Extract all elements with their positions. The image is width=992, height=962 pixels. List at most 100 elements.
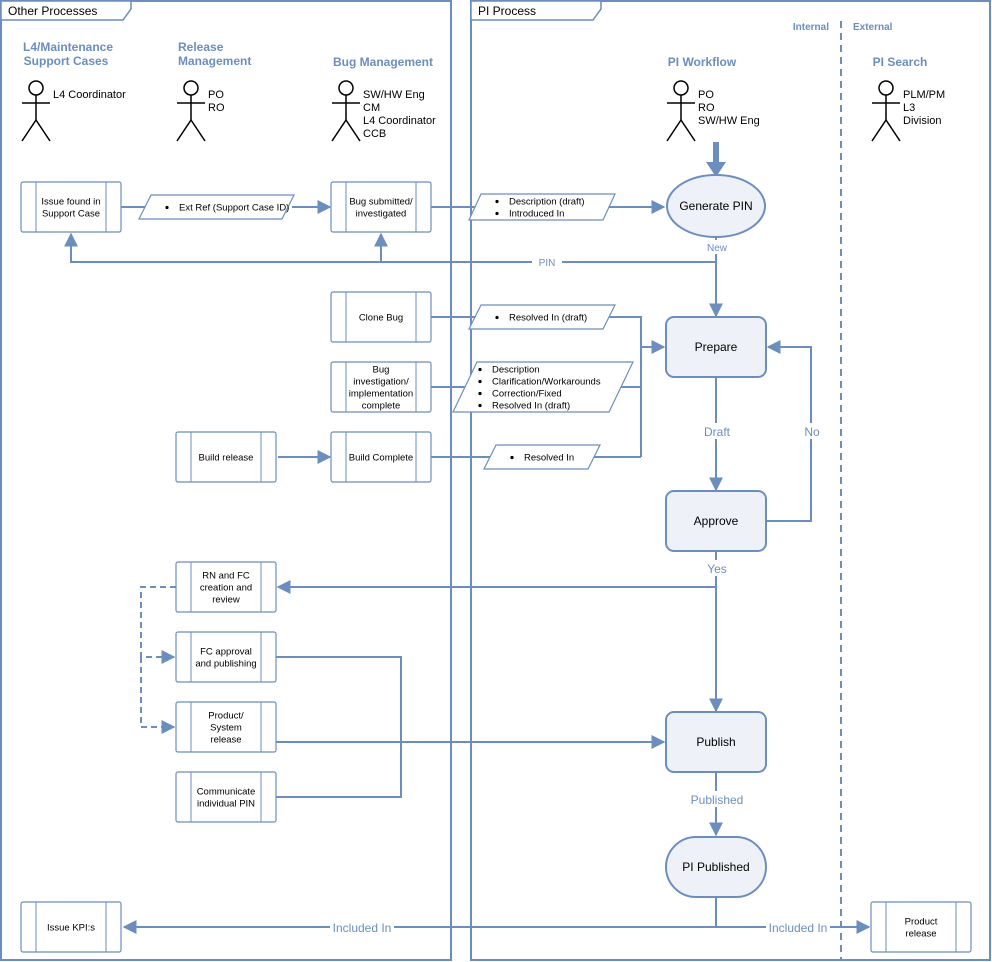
edge-fc-to-publish [276, 656, 402, 742]
data-item-text: Description (draft) [509, 197, 585, 208]
data-item-text: Description [492, 365, 540, 376]
actor-l4-role: L4 Coordinator [53, 89, 126, 101]
bullet-icon [478, 379, 482, 384]
process-label: Build Complete [349, 453, 413, 464]
data-item-text: Clarification/Workarounds [492, 377, 601, 388]
process-label: investigation/ [353, 377, 409, 388]
person-icon [331, 80, 361, 142]
bullet-icon [478, 367, 482, 372]
data-resolved: Resolved In [483, 444, 601, 470]
person-icon [871, 80, 901, 142]
lane-title-search: PI Search [873, 55, 928, 69]
process-bug-submitted[interactable]: Bug submitted/investigated [330, 181, 432, 233]
process-build-complete[interactable]: Build Complete [330, 431, 432, 483]
actor-workflow-role: SW/HW Eng [698, 115, 760, 127]
process-label: Communicate [197, 787, 256, 798]
process-label: release [905, 929, 936, 940]
data-item-text: Resolved In [524, 453, 574, 464]
data-desc-intro: Description (draft)Introduced In [468, 193, 616, 221]
edge-label-yes: Yes [707, 562, 727, 576]
edge-label-included-in-left: Included In [333, 921, 392, 935]
actor-search-role: Division [903, 115, 942, 127]
state-generate-pin[interactable] [666, 174, 766, 238]
pool-title-other: Other Processes [8, 4, 97, 18]
process-label: individual PIN [197, 799, 255, 810]
state-prepare[interactable] [665, 316, 767, 378]
process-build-release[interactable]: Build release [175, 431, 277, 483]
state-publish-label: Publish [696, 735, 735, 749]
state-approve-label: Approve [694, 514, 739, 528]
process-label: Product/ [208, 711, 244, 722]
state-publish[interactable] [665, 711, 767, 773]
process-clone-bug[interactable]: Clone Bug [330, 291, 432, 343]
process-label: implementation [349, 389, 413, 400]
lane-title-release-line1: Release [178, 40, 224, 54]
process-label: Product [905, 917, 938, 928]
data-desc-list: DescriptionClarification/WorkaroundsCorr… [452, 361, 634, 413]
edge-label-pin: PIN [539, 258, 556, 269]
process-label: Clone Bug [359, 313, 403, 324]
pool-title-pi: PI Process [478, 4, 536, 18]
bullet-icon [165, 205, 169, 210]
bullet-icon [495, 211, 499, 216]
person-icon [666, 80, 696, 142]
lane-title-workflow: PI Workflow [668, 55, 737, 69]
edge-labels: New PIN Draft No Yes Published Included … [330, 240, 830, 935]
data-ext-ref: Ext Ref (Support Case ID) [138, 194, 295, 220]
actor-search-role: L3 [903, 102, 915, 114]
actor-release-role: RO [208, 102, 225, 114]
edge-start-arrowhead [706, 162, 726, 177]
edge-label-published: Published [691, 793, 744, 807]
person-icon [176, 80, 206, 142]
data-item-text: Ext Ref (Support Case ID) [179, 203, 289, 214]
process-label: creation and [200, 583, 252, 594]
process-label: investigated [356, 209, 407, 220]
lane-title-l4-line1: L4/Maintenance [23, 40, 113, 54]
process-label: and publishing [195, 659, 256, 670]
actor-bug-role: SW/HW Eng [363, 89, 425, 101]
process-label: RN and FC [202, 571, 250, 582]
process-label: System [210, 723, 242, 734]
bullet-icon [510, 455, 514, 460]
actor-release-role: PO [208, 89, 224, 101]
data-item-text: Resolved In (draft) [492, 401, 570, 412]
edge-published-to-kpi [122, 897, 717, 934]
edge-label-included-in-right: Included In [769, 921, 828, 935]
process-label: FC approval [200, 647, 252, 658]
process-issue-kpis[interactable]: Issue KPI:s [20, 901, 122, 953]
actor-search-role: PLM/PM [903, 89, 945, 101]
process-label: review [212, 595, 240, 606]
state-pi-published[interactable] [665, 836, 767, 898]
process-label: Support Case [42, 209, 100, 220]
edge-rnfc-to-fc-dashed [140, 586, 176, 664]
state-approve[interactable] [665, 490, 767, 552]
actor-workflow-role: RO [698, 102, 715, 114]
process-label: Issue found in [41, 197, 100, 208]
actor-bug-role: CM [363, 102, 380, 114]
bullet-icon [478, 391, 482, 396]
process-label: Issue KPI:s [47, 923, 95, 934]
lane-title-l4: L4/Maintenance Support Cases [23, 40, 113, 68]
data-resolved-draft: Resolved In (draft) [468, 304, 616, 330]
lane-title-bug: Bug Management [333, 55, 433, 69]
person-icon [21, 80, 51, 142]
process-label: release [210, 735, 241, 746]
data-items: Ext Ref (Support Case ID) Description (dr… [138, 193, 634, 470]
edge-rnfc-to-product-dashed [140, 657, 176, 734]
zone-external: External [853, 22, 893, 33]
pool-pi-process: PI Process [470, 0, 991, 961]
zone-internal: Internal [793, 22, 829, 33]
edge-pin-feedback [64, 232, 716, 263]
bullet-icon [495, 199, 499, 204]
